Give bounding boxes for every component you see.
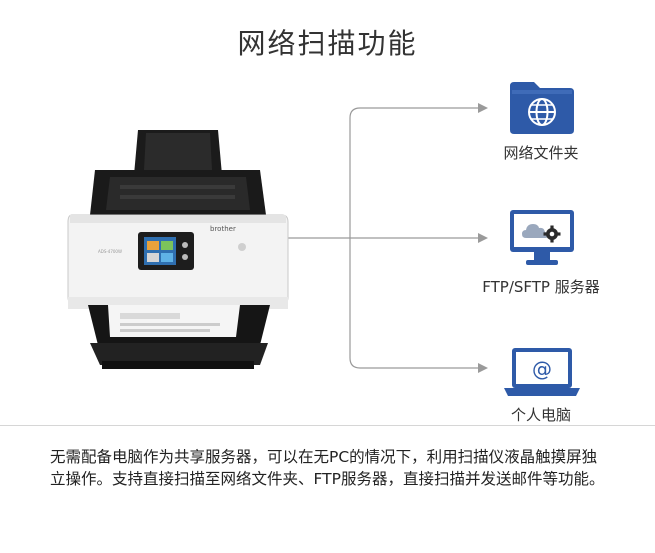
description-text: 无需配备电脑作为共享服务器，可以在无PC的情况下，利用扫描仪液晶触摸屏独立操作。… (50, 448, 605, 488)
page-title: 网络扫描功能 (237, 27, 418, 60)
destination-label-ftp-server: FTP/SFTP 服务器 (482, 278, 600, 296)
destination-label-network-folder: 网络文件夹 (503, 144, 579, 162)
personal-computer-icon: @ (502, 346, 582, 402)
svg-text:@: @ (532, 357, 552, 381)
ftp-server-icon (508, 208, 576, 274)
network-folder-icon (508, 80, 576, 140)
scanner-brand: brother (210, 225, 236, 233)
destination-label-personal-computer: 个人电脑 (510, 406, 571, 424)
section-divider (0, 425, 655, 426)
svg-text:ADS-4700W: ADS-4700W (98, 249, 122, 254)
connector-lines (288, 103, 488, 373)
scanner-image: brother ADS-4700W (67, 130, 289, 369)
